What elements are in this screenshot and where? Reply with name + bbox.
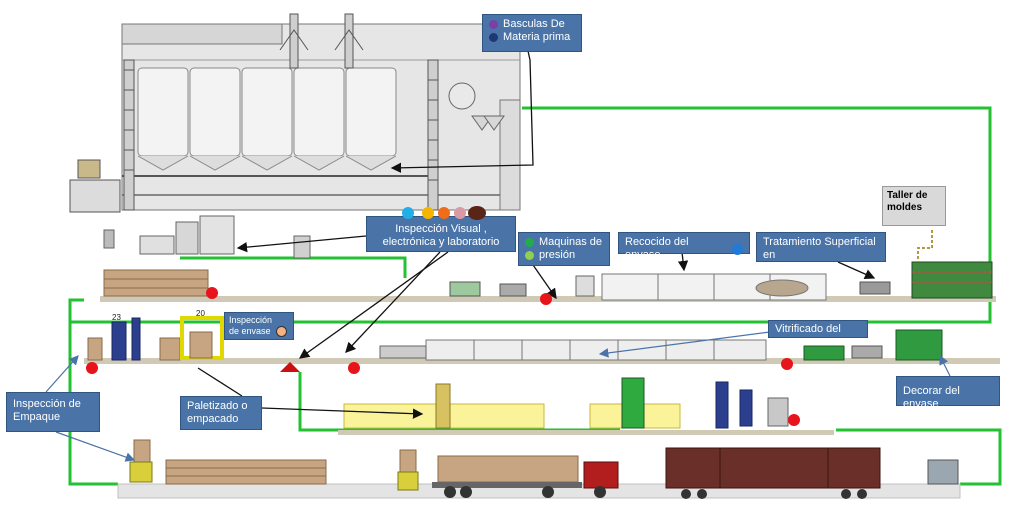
label-basculas: Basculas De Materia prima [482,14,582,52]
blue-callout-arrows [45,331,951,462]
red-marker-5 [781,358,793,370]
shipping-area [117,439,961,499]
green-dot-icon [525,238,534,247]
label-vitrificado: Vitrificado del envase [768,320,868,348]
label-maquinas: Maquinas de presión [518,232,610,266]
silo-2 [189,67,241,171]
label-recocido: Recocido del envase [618,232,750,261]
red-marker-4 [348,362,360,374]
orange-dot-icon [438,207,450,219]
purple-dot-icon [489,20,498,29]
packing-line [338,377,834,435]
pink-dot-icon [454,207,466,219]
silo-1 [137,67,189,171]
red-marker-3 [86,362,98,374]
lightgreen-dot-icon [525,251,534,260]
label-tratamiento: Tratamiento Superficial en caliente [756,232,886,274]
silo-5 [345,67,397,171]
label-inspeccion-empaque: Inspección de Empaque [6,392,100,432]
label-paletizado: Paletizado o empacado [180,396,262,430]
yellow-dot-icon [422,207,434,219]
frame-number-20: 20 [196,309,205,318]
brown-dot-icon [468,206,486,220]
cyan-dot-icon [402,207,414,219]
navy-dot-icon [489,33,498,42]
blue-dot-icon [732,243,743,255]
machine-number-23: 23 [112,313,121,322]
red-marker-2 [540,293,552,305]
red-marker-6 [788,414,800,426]
glazing-line [84,316,1000,372]
label-inspeccion-envase: Inspección de envase [224,312,294,340]
silo-3 [241,67,293,171]
batch-plant-building [69,13,521,213]
inspection-markers [86,287,800,426]
red-marker-1 [206,287,218,299]
silo-4 [293,67,345,171]
peach-dot-icon [275,326,287,337]
label-decorar: Decorar del envase [896,376,1000,410]
inspection-dots [402,206,488,220]
label-taller-moldes: Taller de moldes [882,186,946,226]
label-inspeccion-visual: Inspección Visual , electrónica y labora… [366,216,516,252]
